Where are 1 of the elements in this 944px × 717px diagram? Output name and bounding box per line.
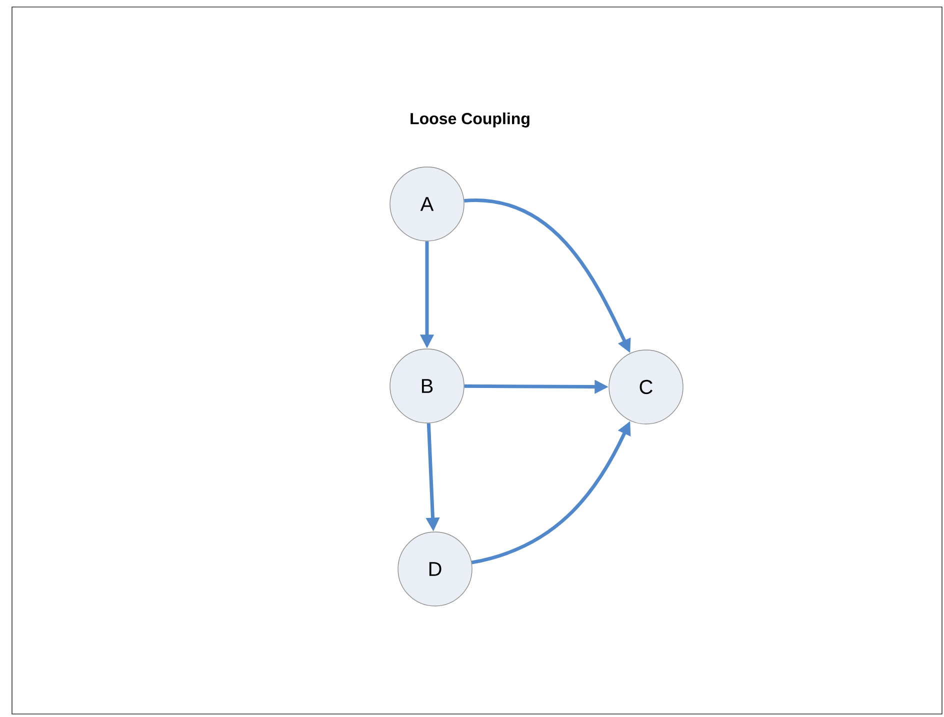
title: Loose Coupling — [410, 112, 530, 128]
